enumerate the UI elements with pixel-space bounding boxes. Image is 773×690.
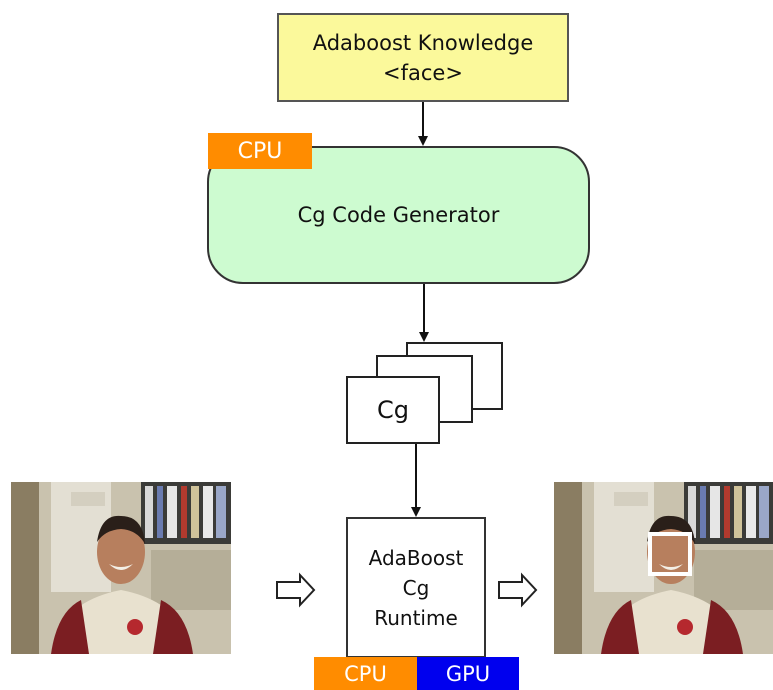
hollow-arrow-runtime-to-output [498,572,538,608]
cg-file-label: Cg [377,396,409,424]
adaboost-cg-runtime-box: AdaBoost Cg Runtime [346,517,486,658]
generator-label: Cg Code Generator [297,203,500,227]
runtime-label-line1: AdaBoost [368,545,464,570]
face-detection-box [648,532,692,576]
runtime-label-line2: Cg [402,575,430,600]
runtime-label-line3: Runtime [374,605,458,630]
knowledge-label-line2: <face> [383,60,463,85]
output-photo [554,482,773,654]
cpu-tag-bottom: CPU [314,657,417,690]
input-photo-image [11,482,231,654]
input-photo [11,482,231,654]
cpu-tag-top: CPU [208,133,312,169]
output-photo-image [554,482,773,654]
adaboost-knowledge-box: Adaboost Knowledge <face> [277,13,569,102]
cg-file-page-front: Cg [346,376,440,444]
cg-code-generator-box: Cg Code Generator [207,146,590,284]
gpu-tag: GPU [417,657,519,690]
hollow-arrow-input-to-runtime [276,572,316,608]
knowledge-label-line1: Adaboost Knowledge [312,30,534,55]
